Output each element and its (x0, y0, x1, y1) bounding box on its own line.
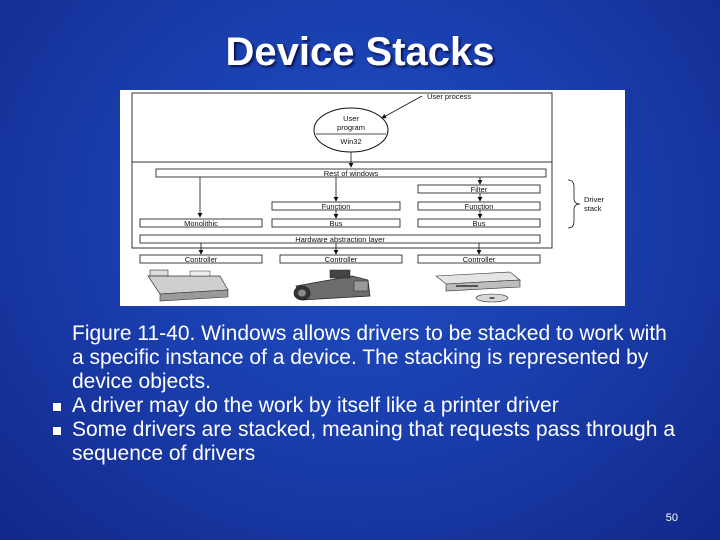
driver-stack-line1: Driver (584, 195, 605, 204)
page-number: 50 (665, 512, 678, 524)
driver-stack-line2: stack (584, 204, 602, 213)
controller-1-label: Controller (185, 255, 218, 264)
function-left-label: Function (322, 202, 351, 211)
function-right-label: Function (465, 202, 494, 211)
disk-drive-icon (435, 271, 521, 303)
bullet-item: A driver may do the work by itself like … (50, 394, 675, 418)
bus-right-label: Bus (473, 219, 486, 228)
caption-text: Figure 11-40. Windows allows drivers to … (72, 322, 667, 393)
filter-box (417, 184, 541, 194)
rest-of-windows-box (155, 168, 547, 178)
controller-1-box (139, 254, 263, 264)
hal-box (139, 234, 541, 244)
rest-of-windows-label: Rest of windows (324, 169, 379, 178)
bullet-item: Some drivers are stacked, meaning that r… (50, 418, 675, 466)
slide-title: Device Stacks (225, 30, 495, 74)
driver-stack-figure: User process User program Win32 Rest of … (120, 90, 625, 306)
controller-2-label: Controller (325, 255, 358, 264)
controller-3-label: Controller (463, 255, 496, 264)
controller-3-box (417, 254, 541, 264)
bullet-text: A driver may do the work by itself like … (72, 394, 559, 417)
caption-paragraph: Figure 11-40. Windows allows drivers to … (50, 322, 675, 394)
camcorder-icon (293, 269, 371, 301)
user-program-line1: User (343, 114, 359, 123)
filter-label: Filter (471, 185, 488, 194)
hal-label: Hardware abstraction layer (295, 235, 385, 244)
user-process-arrow (381, 95, 423, 119)
function-right-box (417, 201, 541, 211)
kernel-frame (131, 92, 553, 249)
monolithic-label: Monolithic (184, 219, 218, 228)
user-process-label: User process (427, 92, 471, 101)
driver-stack-brace (567, 179, 581, 229)
bus-left-box (271, 218, 401, 228)
bus-left-label: Bus (330, 219, 343, 228)
printer-icon (147, 269, 229, 302)
user-program-line2: program (337, 123, 365, 132)
controller-2-box (279, 254, 403, 264)
slide-body: Figure 11-40. Windows allows drivers to … (50, 322, 675, 466)
square-bullet-icon (53, 403, 61, 411)
bullet-text: Some drivers are stacked, meaning that r… (72, 418, 675, 465)
bus-right-box (417, 218, 541, 228)
square-bullet-icon (53, 427, 61, 435)
driver-stack-diagram: User process User program Win32 Rest of … (131, 92, 605, 303)
win32-label: Win32 (340, 137, 361, 146)
monolithic-box (139, 218, 263, 228)
